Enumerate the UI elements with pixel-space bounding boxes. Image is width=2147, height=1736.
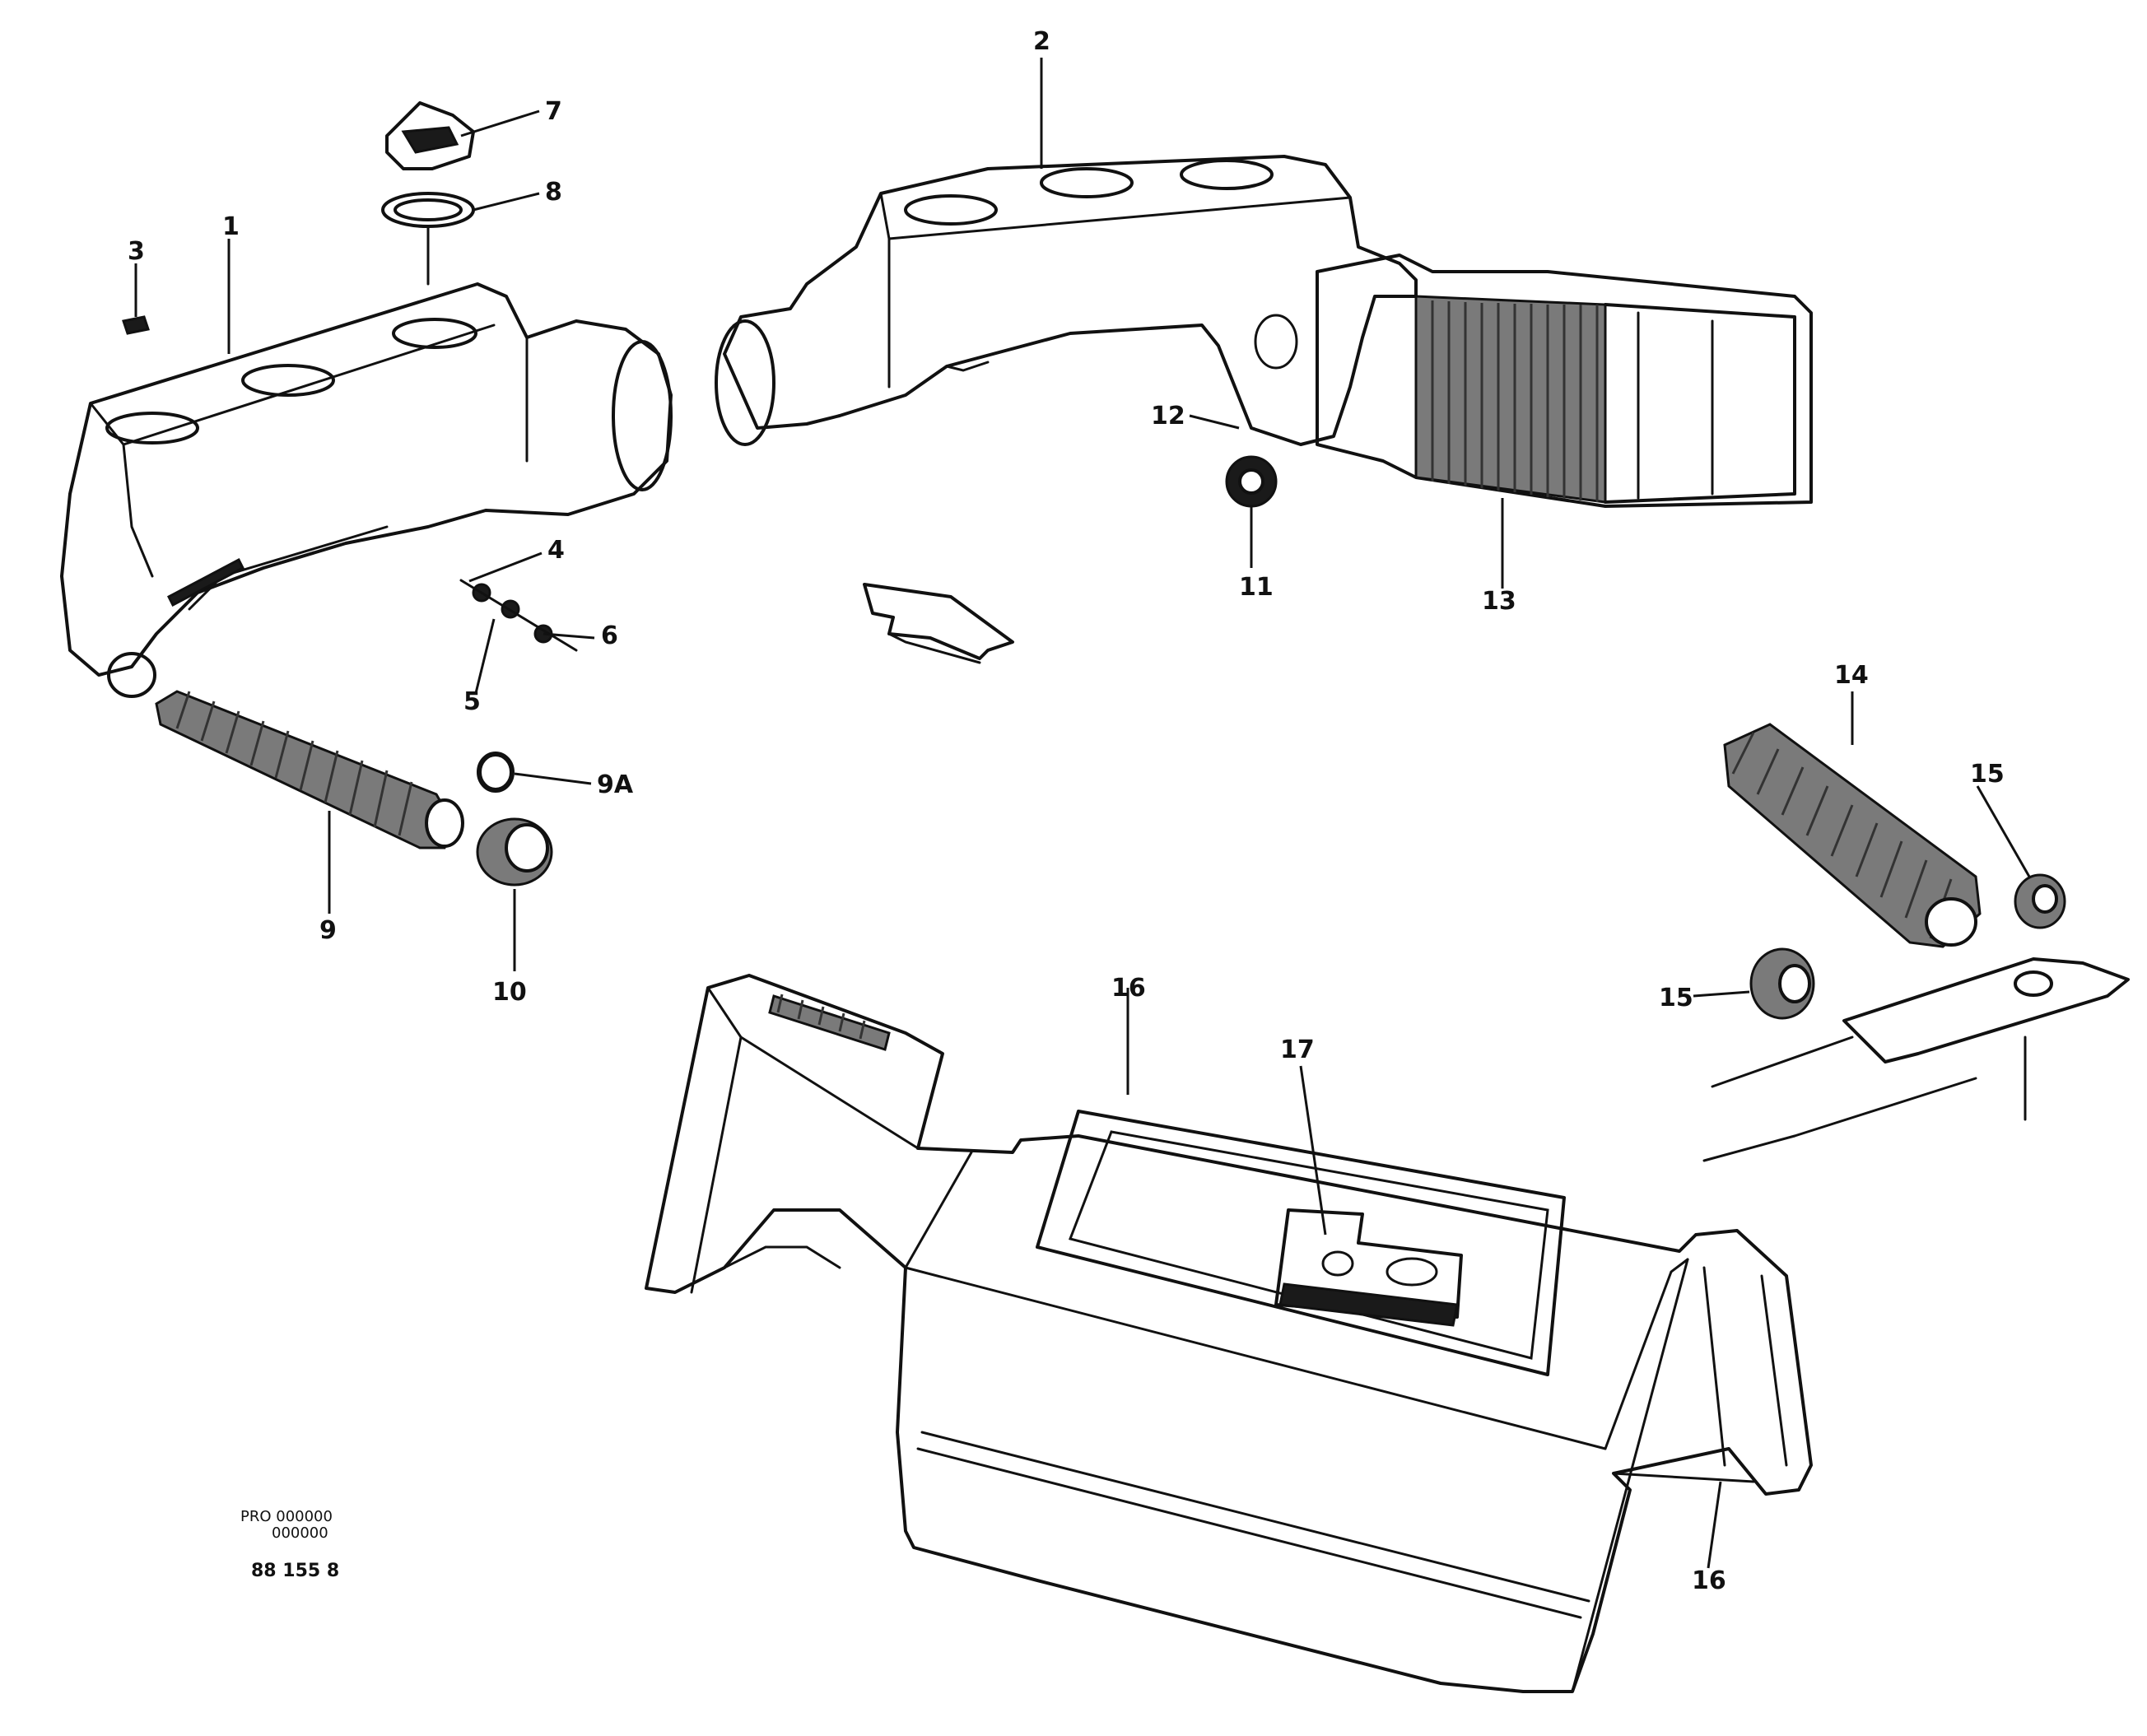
hose-14: [1723, 723, 1982, 948]
callout-16-lower: 16: [1692, 1566, 1726, 1595]
bolts-3-4-5-6: [122, 315, 578, 652]
direction-arrow: [863, 583, 1014, 664]
caption-line-2: 000000: [272, 1524, 328, 1542]
nut-12-11: [1225, 455, 1278, 508]
callout-10: 10: [492, 978, 527, 1007]
drawing-caption: PRO 000000 000000 88 155 8: [240, 1508, 339, 1581]
callout-7: 7: [545, 97, 562, 126]
callout-8: 8: [545, 178, 562, 207]
filter-block: [1316, 254, 1813, 508]
caption-line-1: PRO 000000: [240, 1508, 333, 1525]
callout-5: 5: [463, 687, 481, 716]
callout-12: 12: [1151, 402, 1185, 431]
callout-11: 11: [1239, 573, 1274, 602]
callout-15-upper: 15: [1970, 760, 2005, 789]
callout-1: 1: [222, 212, 240, 241]
callout-6: 6: [601, 621, 618, 650]
callout-2: 2: [1033, 27, 1050, 56]
cap-and-seal: [381, 101, 475, 286]
lower-cover: [645, 974, 1813, 1693]
nut-10: [476, 817, 553, 887]
callout-9a: 9A: [597, 770, 634, 799]
callouts: 1 2 3 4 5 6 7 8 9 9A 10 11 12 13 14 15 1…: [128, 27, 2005, 1595]
left-inlet-duct: [60, 282, 673, 698]
callout-15-lower: 15: [1659, 984, 1693, 1012]
hose-9: [155, 690, 464, 849]
callout-3: 3: [128, 237, 145, 266]
drawing-number: 88 155 8: [251, 1561, 339, 1581]
callout-4: 4: [547, 536, 565, 565]
callout-14: 14: [1834, 661, 1869, 690]
callout-13: 13: [1482, 587, 1516, 616]
upper-duct: [715, 155, 1418, 446]
nut-15-upper: [2014, 873, 2066, 929]
bracket: [1702, 957, 2130, 1162]
nut-15-lower: [1749, 947, 1815, 1020]
callout-9: 9: [319, 916, 337, 945]
clamp-9a: [477, 752, 515, 793]
callout-16-upper: 16: [1111, 974, 1146, 1003]
callout-17: 17: [1280, 1036, 1315, 1064]
leader-lines: [134, 58, 2031, 1569]
